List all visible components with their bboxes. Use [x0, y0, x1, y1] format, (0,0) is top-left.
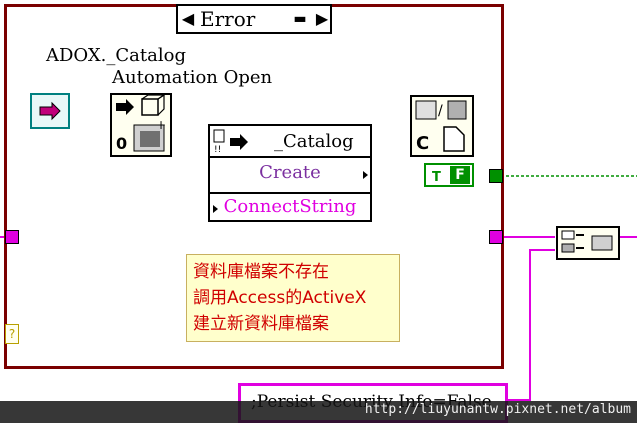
- svg-text:T: T: [432, 170, 441, 183]
- automation-open-label: Automation Open: [112, 67, 273, 88]
- invoke-class-label: _Catalog: [274, 131, 354, 152]
- close-reference-node[interactable]: / C: [410, 95, 474, 157]
- error-boolean-value: F: [450, 166, 470, 184]
- string-tunnel-left[interactable]: [5, 230, 19, 244]
- comment-line: 建立新資料庫檔案: [193, 314, 329, 334]
- svg-text:0: 0: [116, 134, 127, 153]
- svg-text:+: +: [156, 118, 166, 132]
- invoke-node-icon: !!: [213, 129, 248, 154]
- decrement-arrow-icon[interactable]: ◀: [181, 9, 195, 28]
- arrow-right-icon: [213, 205, 218, 213]
- error-boolean-constant[interactable]: T F: [424, 163, 474, 187]
- svg-text:/: /: [438, 103, 443, 119]
- watermark-text: http://liuyunantw.pixnet.net/album: [364, 402, 631, 417]
- svg-text:!!: !!: [214, 145, 221, 154]
- case-selector-terminal[interactable]: ?: [5, 324, 19, 344]
- invoke-node[interactable]: !! _Catalog Create ConnectString: [208, 124, 372, 222]
- watermark-bar: [0, 401, 637, 423]
- comment-box: 資料庫檔案不存在 調用Access的ActiveX 建立新資料庫檔案: [186, 254, 400, 342]
- increment-arrow-icon[interactable]: ▶: [315, 9, 329, 28]
- error-boolean-icon: T: [432, 170, 441, 183]
- method-create[interactable]: Create: [259, 162, 321, 183]
- boolean-tunnel[interactable]: [489, 169, 503, 183]
- node-divider: [210, 192, 370, 194]
- comment-line: 調用Access的ActiveX: [193, 288, 367, 308]
- unbundle-node[interactable]: [556, 226, 620, 260]
- case-selector[interactable]: ◀ Error ▬ ▶: [176, 4, 332, 34]
- string-tunnel-right[interactable]: [489, 230, 503, 244]
- dropdown-icon[interactable]: ▬: [293, 11, 307, 27]
- comment-line: 資料庫檔案不存在: [193, 262, 329, 282]
- property-connectstring[interactable]: ConnectString: [223, 196, 357, 217]
- automation-open-icon: 0 +: [116, 93, 166, 153]
- unbundle-icon: [561, 230, 613, 253]
- refnum-constant-icon: [39, 101, 61, 121]
- automation-open-node[interactable]: 0 +: [110, 93, 172, 157]
- refnum-constant[interactable]: [30, 93, 70, 129]
- close-reference-icon: / C: [415, 100, 467, 154]
- arrow-right-icon: [363, 171, 368, 179]
- automation-class-label: ADOX._Catalog: [46, 45, 186, 66]
- svg-text:C: C: [416, 133, 429, 154]
- string-wire: [508, 249, 555, 401]
- invoke-node-header: !! _Catalog: [210, 126, 370, 158]
- case-selector-label: Error: [200, 7, 256, 31]
